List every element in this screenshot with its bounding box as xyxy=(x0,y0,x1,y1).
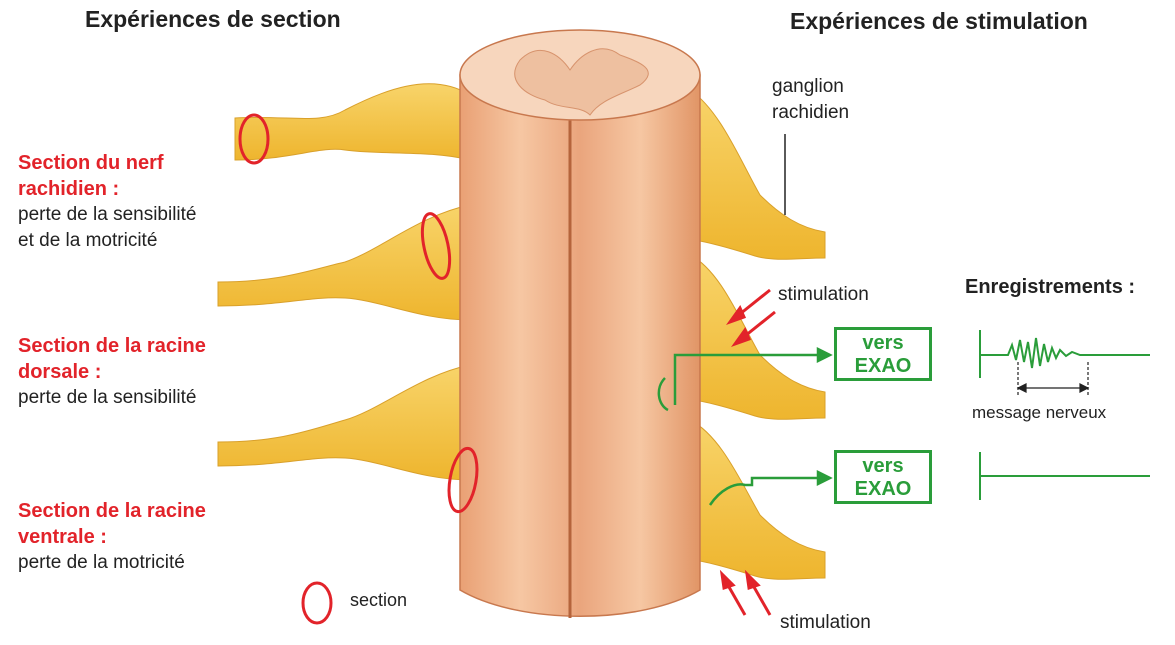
exao-2-line1: vers xyxy=(837,455,929,478)
ventrale-block: Section de la racine ventrale : perte de… xyxy=(18,498,258,576)
ventrale-title-2: ventrale : xyxy=(18,524,258,550)
stimulation-title: Expériences de stimulation xyxy=(790,8,1088,35)
right-nerves xyxy=(690,90,825,579)
legend-section-oval xyxy=(303,583,331,623)
recordings-title: Enregistrements : xyxy=(965,276,1135,299)
exao-1-line1: vers xyxy=(837,332,929,355)
nerf-desc-1: perte de la sensibilité xyxy=(18,202,258,228)
ganglion-label-2: rachidien xyxy=(772,102,849,124)
ventrale-desc: perte de la motricité xyxy=(18,550,258,576)
ganglion-label-1: ganglion xyxy=(772,76,844,98)
nerf-title-2: rachidien : xyxy=(18,176,258,202)
stimulation-label-bottom: stimulation xyxy=(780,612,871,634)
trace-1 xyxy=(980,338,1150,368)
nerf-title-1: Section du nerf xyxy=(18,150,258,176)
dorsale-desc: perte de la sensibilité xyxy=(18,385,258,411)
legend-section-label: section xyxy=(350,590,407,611)
nerf-desc-2: et de la motricité xyxy=(18,228,258,254)
left-nerve-1 xyxy=(235,84,470,160)
message-span xyxy=(1018,362,1088,395)
exao-2-line2: EXAO xyxy=(837,478,929,501)
exao-1-line2: EXAO xyxy=(837,355,929,378)
dorsale-title-1: Section de la racine xyxy=(18,333,258,359)
right-nerve-3 xyxy=(690,420,825,579)
message-nerveux-label: message nerveux xyxy=(972,403,1106,423)
exao-box-1: vers EXAO xyxy=(834,327,932,381)
section-marks xyxy=(240,115,481,623)
nerf-block: Section du nerf rachidien : perte de la … xyxy=(18,150,258,254)
ventrale-title-1: Section de la racine xyxy=(18,498,258,524)
exao-box-2: vers EXAO xyxy=(834,450,932,504)
stimulation-label-top: stimulation xyxy=(778,284,869,306)
dorsale-title-2: dorsale : xyxy=(18,359,258,385)
right-nerve-2 xyxy=(690,255,825,419)
spinal-cord xyxy=(460,30,700,618)
dorsale-block: Section de la racine dorsale : perte de … xyxy=(18,333,258,411)
left-nerves xyxy=(218,84,470,480)
section-title: Expériences de section xyxy=(85,6,341,33)
